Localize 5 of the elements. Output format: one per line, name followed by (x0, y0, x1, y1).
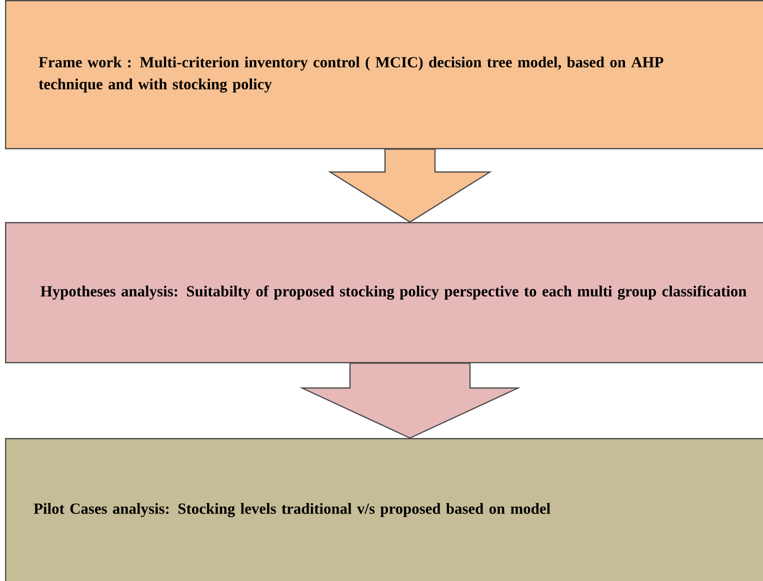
block-arrow (328, 148, 492, 223)
block-arrow (299, 362, 521, 439)
process-box: Pilot Cases analysis: Stocking levels traditional v/s proposed based on model (5, 438, 763, 581)
process-box: Frame work : Multi-criterion inventory control ( MCIC) decision tree model, based on AHP technique and with stocking policy (5, 0, 763, 150)
process-box: Hypotheses analysis: Suitabilty of proposed stocking policy perspective to each multi group classification (5, 222, 763, 364)
